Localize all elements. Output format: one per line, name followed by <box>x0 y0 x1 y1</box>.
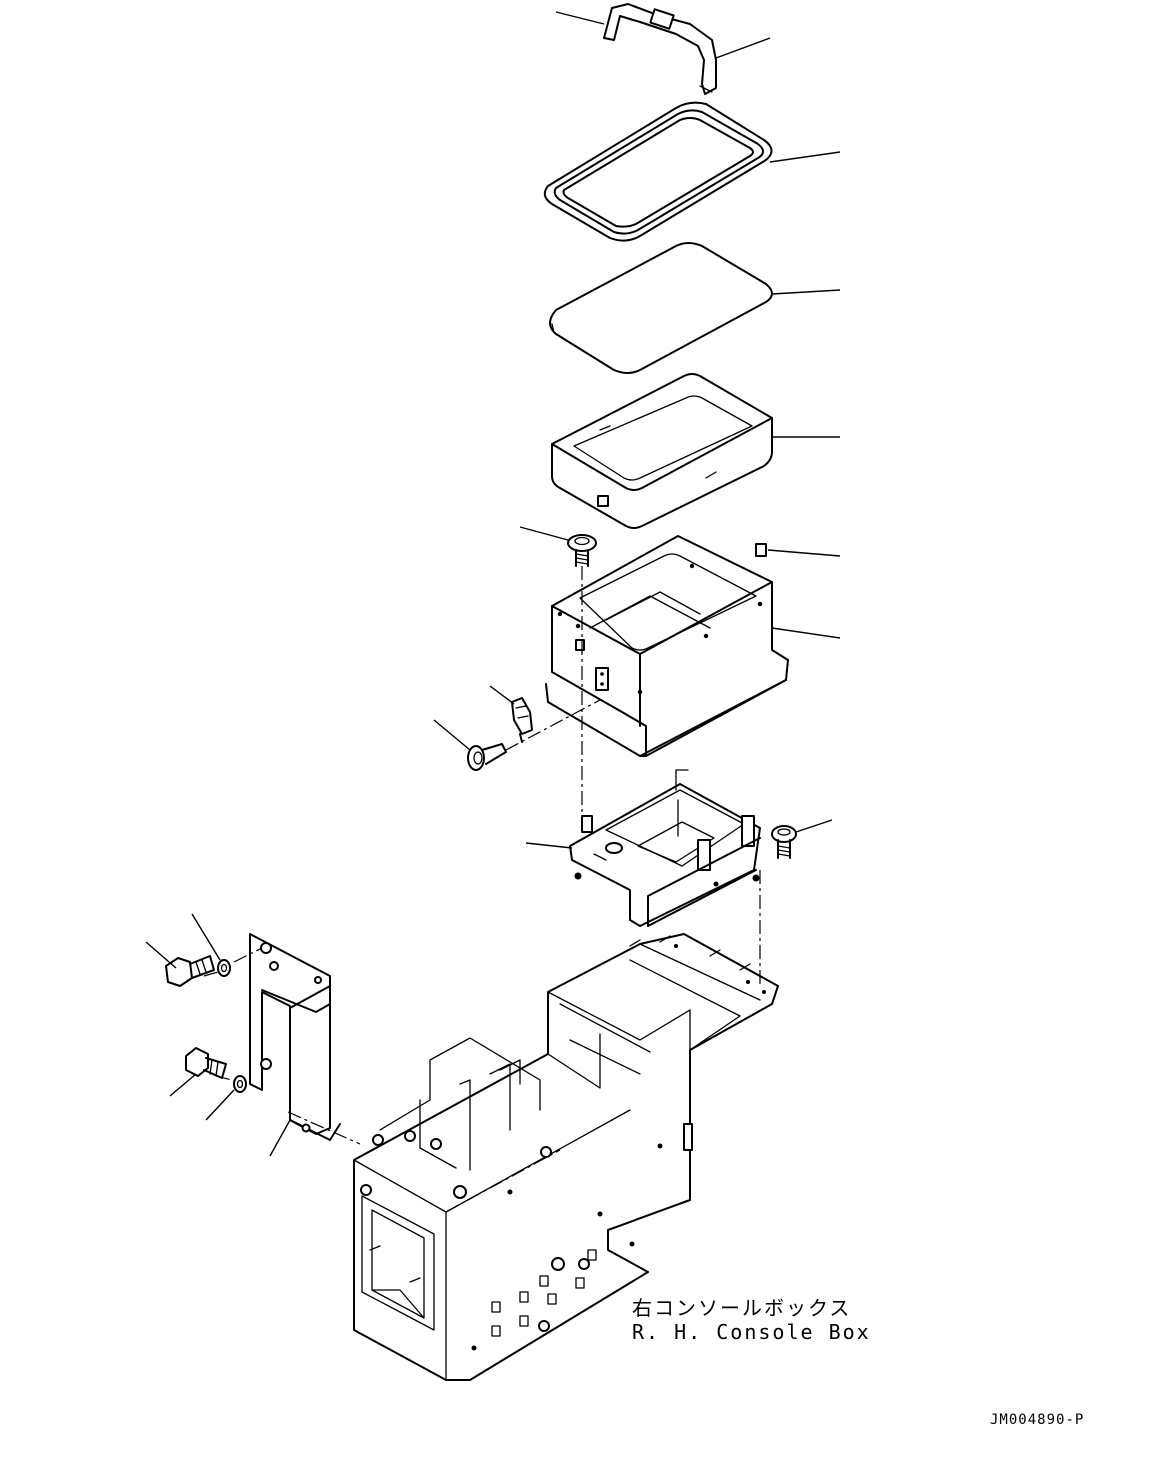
leader-strap-left <box>555 11 605 25</box>
bolt-icon <box>567 534 597 567</box>
caption-english: R. H. Console Box <box>632 1320 871 1344</box>
leader-bracket <box>525 842 573 849</box>
drawing-id: JM004890-P <box>990 1412 1085 1428</box>
bolt-icon <box>771 825 797 859</box>
tray-icon <box>551 373 773 529</box>
gasket-icon <box>543 101 773 242</box>
leader-bolt-hex-upper <box>145 941 177 969</box>
box-icon <box>545 535 789 757</box>
leader-plate <box>269 1119 291 1157</box>
bolt-icon <box>185 1047 227 1079</box>
leader-washer-upper <box>191 913 221 961</box>
leader-bolt-left <box>433 719 471 751</box>
washer-icon <box>217 959 231 977</box>
leader-mat <box>771 289 841 295</box>
latch-icon <box>511 697 533 743</box>
leader-strap-right <box>715 37 771 59</box>
bolt-icon <box>467 743 507 771</box>
leader-bolt-right <box>795 819 833 833</box>
bolt-icon <box>165 955 215 987</box>
caption-japanese: 右コンソールボックス <box>632 1296 852 1320</box>
leader-box <box>771 627 841 639</box>
leader-bolt-hex-lower <box>169 1073 197 1097</box>
plate-icon <box>249 933 341 1141</box>
leader-nut <box>767 549 841 557</box>
leader-gasket <box>769 151 841 163</box>
bracket-icon <box>569 769 761 927</box>
strap-icon <box>603 3 717 95</box>
nut-icon <box>755 543 767 557</box>
washer-icon <box>233 1075 247 1093</box>
assembly-lines <box>203 566 761 1145</box>
frame-icon <box>353 933 779 1381</box>
leader-washer-lower <box>205 1089 235 1121</box>
leader-latch <box>489 685 515 705</box>
leader-bolt-upper <box>519 526 569 541</box>
mat-icon <box>549 242 773 374</box>
